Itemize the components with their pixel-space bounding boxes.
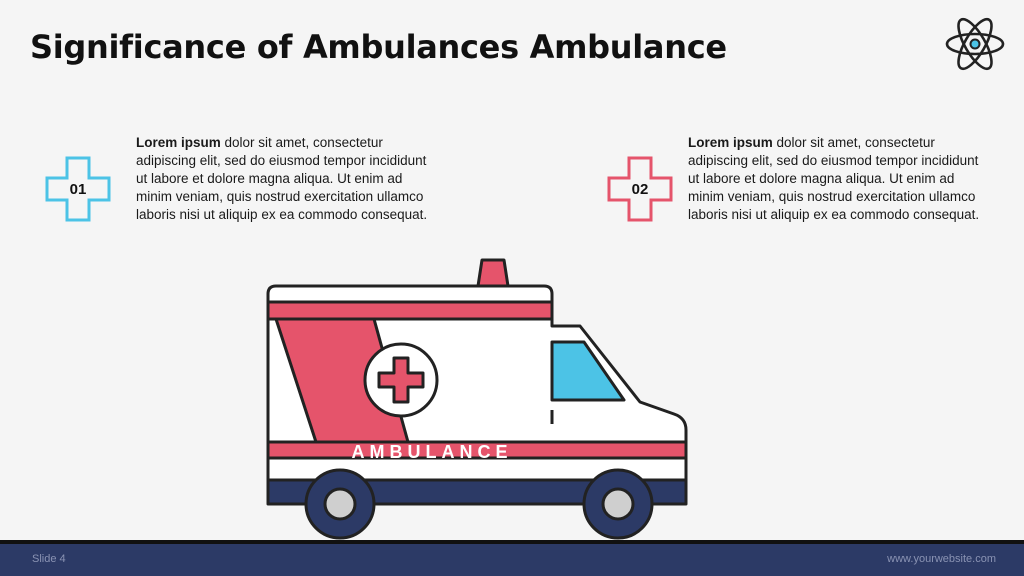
atom-icon xyxy=(945,17,1005,71)
point-body: dolor sit amet, consectetur adipiscing e… xyxy=(136,135,428,222)
cross-badge-02: 02 xyxy=(605,154,675,224)
point-block-02: Lorem ipsum dolor sit amet, consectetur … xyxy=(688,134,988,224)
point-bold: Lorem ipsum xyxy=(688,135,773,150)
ambulance-illustration: AMBULANCE xyxy=(266,258,688,540)
point-body: dolor sit amet, consectetur adipiscing e… xyxy=(688,135,980,222)
point-number: 02 xyxy=(631,180,649,198)
slide-number: Slide 4 xyxy=(32,553,66,565)
point-text: Lorem ipsum dolor sit amet, consectetur … xyxy=(136,134,436,224)
point-block-01: Lorem ipsum dolor sit amet, consectetur … xyxy=(136,134,436,224)
point-text: Lorem ipsum dolor sit amet, consectetur … xyxy=(688,134,988,224)
medical-cross-icon xyxy=(607,156,673,222)
ground-line xyxy=(0,540,1024,544)
point-number: 01 xyxy=(69,180,87,198)
cross-badge-01: 01 xyxy=(43,154,113,224)
website-link: www.yourwebsite.com xyxy=(887,553,996,565)
ambulance-label: AMBULANCE xyxy=(352,442,513,462)
point-bold: Lorem ipsum xyxy=(136,135,221,150)
page-title: Significance of Ambulances Ambulance xyxy=(30,28,727,66)
footer-bar: Slide 4 www.yourwebsite.com xyxy=(0,544,1024,576)
medical-cross-icon xyxy=(45,156,111,222)
